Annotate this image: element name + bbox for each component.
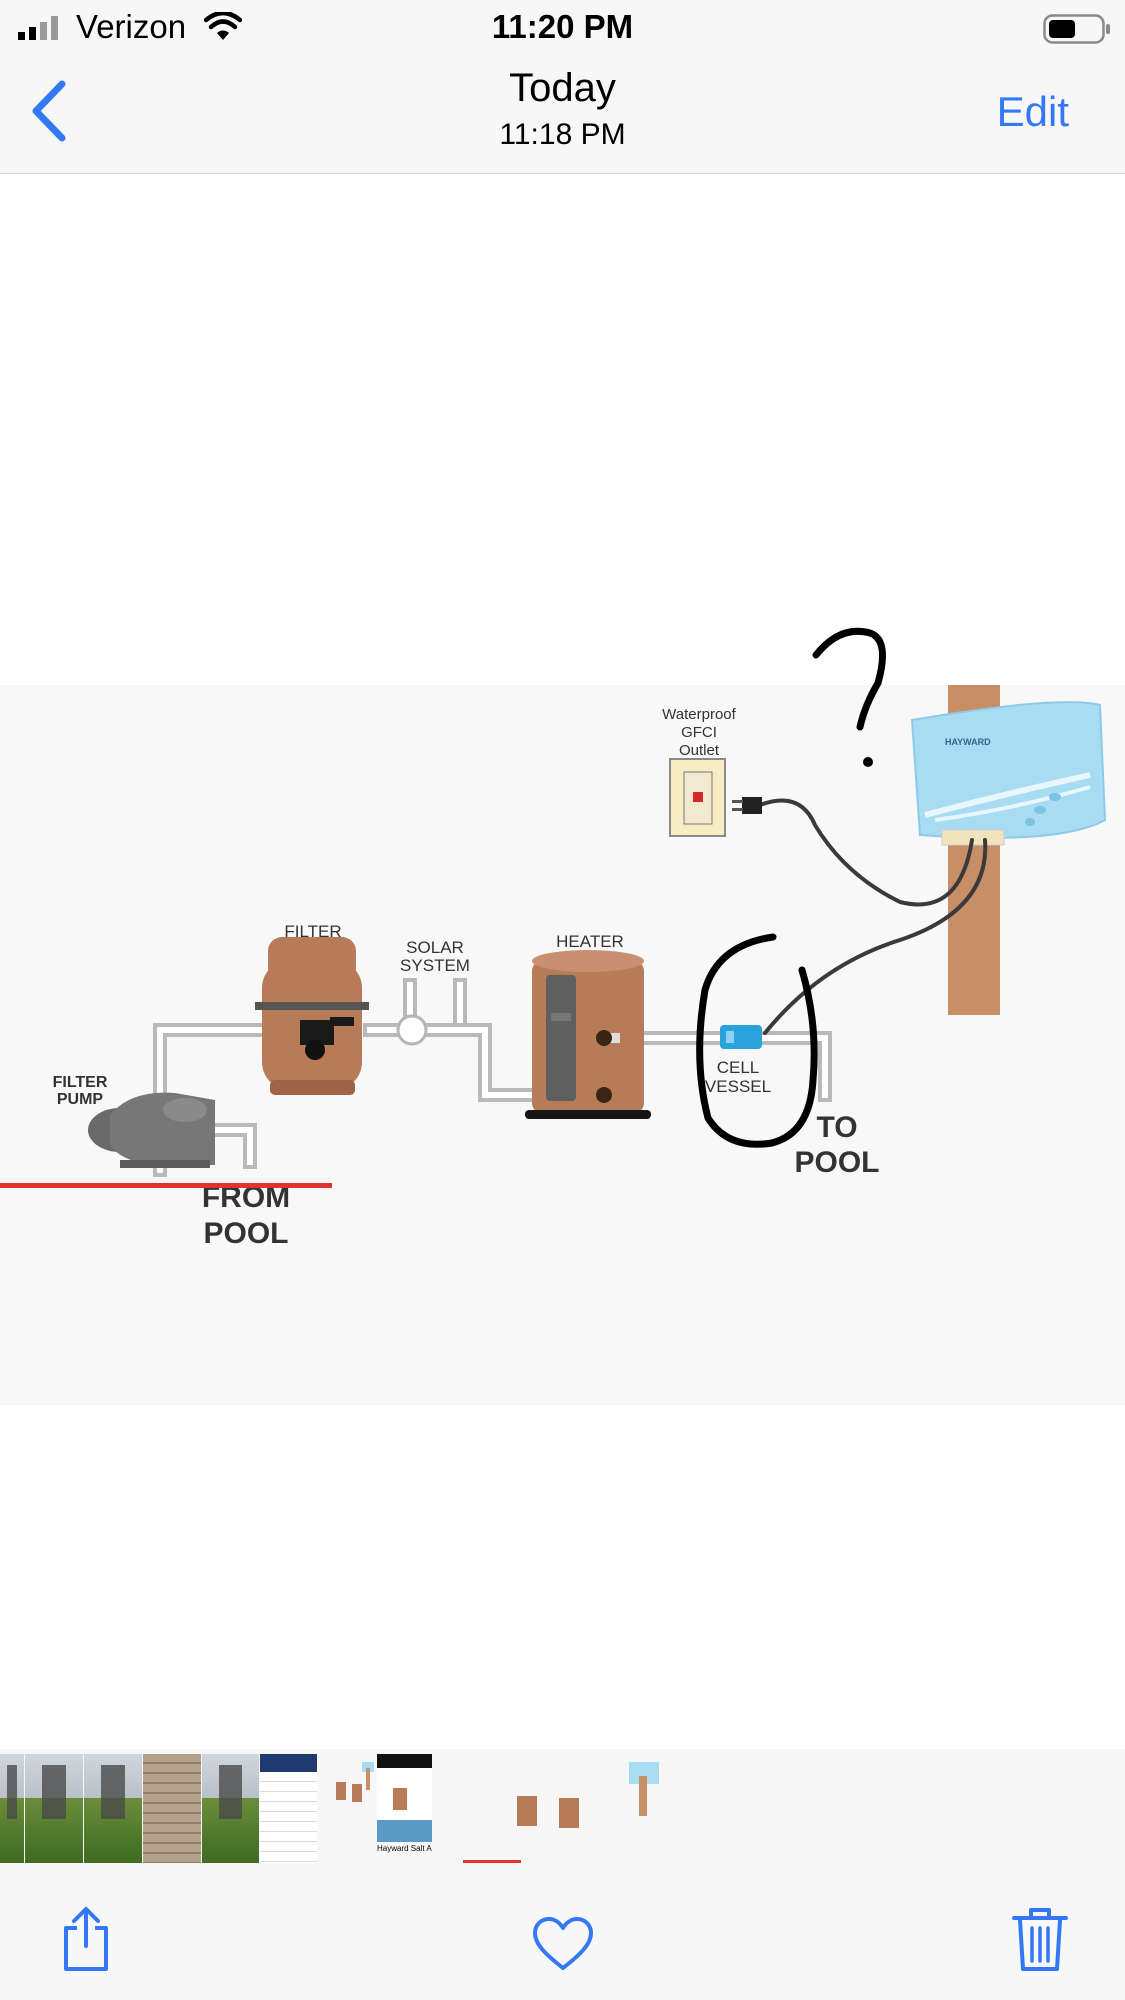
favorite-button[interactable]	[532, 1916, 594, 1977]
back-button[interactable]	[24, 76, 80, 146]
status-time: 11:20 PM	[491, 8, 634, 45]
delete-button[interactable]	[1012, 1906, 1068, 1977]
carrier-name: Verizon	[76, 8, 187, 45]
handwritten-annotation	[696, 627, 886, 1148]
thumbnail[interactable]	[318, 1754, 376, 1863]
thumbnail[interactable]	[0, 1754, 24, 1863]
thumbnail[interactable]	[260, 1754, 317, 1863]
battery-icon	[1043, 14, 1110, 44]
solar-label-line1: SOLAR	[406, 938, 464, 957]
thumbnail-strip[interactable]: Hayward Salt And Sa	[0, 1749, 1125, 1864]
thumbnail-caption: Hayward Salt And Sa	[377, 1844, 432, 1853]
nav-subtitle: 11:18 PM	[499, 118, 626, 151]
heart-icon	[533, 1917, 593, 1970]
hayward-control-box	[910, 701, 1107, 846]
brand-logo: HAYWARD	[945, 737, 991, 747]
pump-label-line2: PUMP	[57, 1091, 104, 1108]
outlet-label-line2: GFCI	[681, 724, 717, 741]
status-bar: Verizon 11:20 PM	[0, 0, 1125, 56]
cell-vessel	[720, 1025, 762, 1049]
navigation-bar: Today 11:18 PM Edit	[0, 56, 1125, 174]
filter-pump	[88, 1092, 215, 1168]
question-mark-markup	[812, 627, 886, 731]
to-pool-label-line2: POOL	[794, 1146, 879, 1179]
question-mark-dot	[863, 757, 873, 767]
outlet-label-line3: Outlet	[679, 742, 720, 759]
edit-button[interactable]: Edit	[996, 88, 1069, 135]
solar-label-line2: SYSTEM	[400, 956, 470, 975]
photo-viewer[interactable]: Waterproof GFCI Outlet HAYWARD FILTER SO…	[0, 175, 1125, 1749]
power-plug	[732, 797, 762, 814]
wifi-icon	[204, 12, 242, 40]
outlet-label-line1: Waterproof	[662, 706, 736, 723]
thumbnail[interactable]	[25, 1754, 83, 1863]
thumbnail[interactable]	[463, 1754, 661, 1863]
thumbnail[interactable]: Hayward Salt And Sa	[377, 1754, 432, 1863]
bottom-toolbar	[0, 1864, 1125, 2000]
filter-label: FILTER	[284, 922, 341, 941]
pump-label-line1: FILTER	[53, 1074, 108, 1091]
nav-title: Today	[509, 66, 616, 110]
thumbnail[interactable]	[143, 1754, 201, 1863]
solar-tee	[396, 1014, 428, 1046]
chevron-left-icon	[32, 80, 66, 142]
heater-label: HEATER	[556, 932, 624, 951]
thumbnail[interactable]	[202, 1754, 259, 1863]
signal-icon	[18, 16, 58, 40]
power-cords	[758, 798, 988, 1035]
cell-label-line1: CELL	[717, 1058, 760, 1077]
gfci-outlet	[669, 758, 726, 837]
from-pool-label-line2: POOL	[203, 1217, 288, 1250]
cell-label-line2: VESSEL	[705, 1077, 771, 1096]
share-icon	[64, 1907, 108, 1971]
trash-icon	[1012, 1908, 1068, 1971]
playback-progress-bar[interactable]	[0, 1183, 332, 1188]
to-pool-label-line1: TO	[816, 1111, 857, 1144]
filter-tank	[255, 937, 369, 1095]
heater	[525, 950, 651, 1119]
thumbnail[interactable]	[84, 1754, 142, 1863]
share-button[interactable]	[60, 1906, 112, 1977]
circle-markup	[696, 933, 818, 1148]
pool-plumbing-diagram: Waterproof GFCI Outlet HAYWARD FILTER SO…	[0, 627, 1125, 1405]
